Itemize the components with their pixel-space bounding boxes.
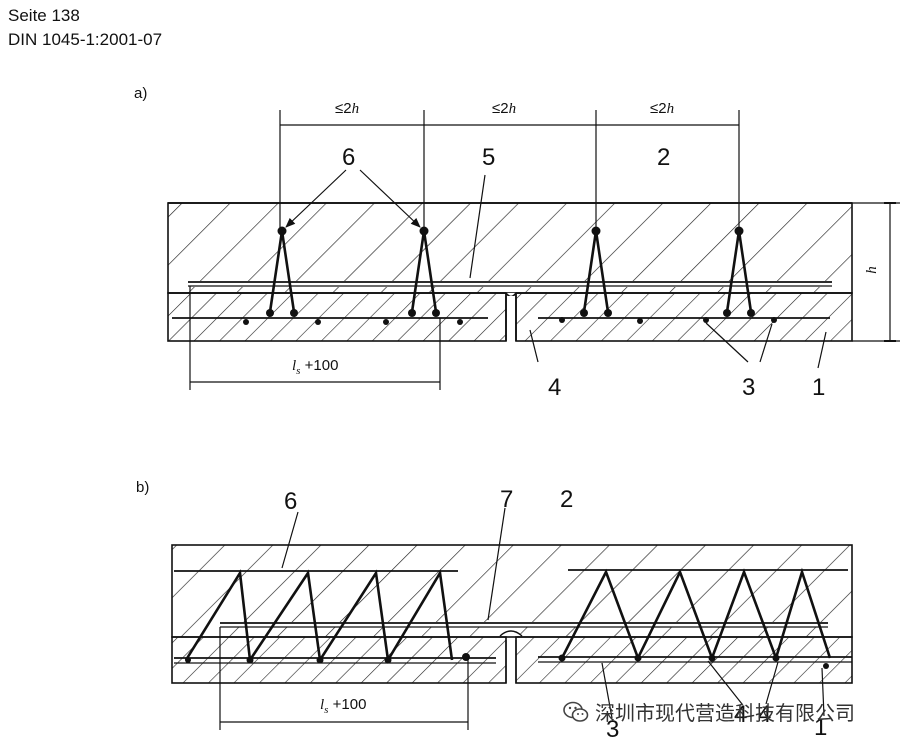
lap-length-label-a: ls +100 [292, 357, 339, 378]
height-dimension-a [852, 202, 900, 342]
spacing-dimension-a [279, 110, 740, 228]
precast-slab-right-b [515, 636, 853, 684]
figure-a [167, 110, 900, 390]
leaders-b [281, 507, 825, 719]
figure-b [171, 507, 853, 730]
callout-3-b: 3 [606, 716, 620, 743]
callout-3-a: 3 [742, 374, 756, 401]
callout-2-a: 2 [657, 144, 671, 171]
figure-b-label: b) [136, 479, 150, 496]
callout-4-b-2: 4 [758, 701, 772, 728]
callout-6-a: 6 [342, 144, 356, 171]
spacing-label-3: ≤2h [650, 100, 675, 118]
callout-7-b: 7 [500, 486, 514, 513]
girder-nodes-b [185, 653, 829, 669]
callout-2-b: 2 [560, 486, 574, 513]
callout-5-a: 5 [482, 144, 496, 171]
leaders-a [285, 169, 827, 369]
precast-slab-right-a [515, 292, 853, 342]
spacing-label-1: ≤2h [335, 100, 360, 118]
girder-nodes-a [243, 226, 777, 325]
callout-1-a: 1 [812, 374, 826, 401]
callout-4-a: 4 [548, 374, 562, 401]
watermark-text: 深圳市现代营造科技有限公司 [595, 703, 855, 725]
watermark: 深圳市现代营造科技有限公司 [563, 697, 855, 726]
lap-length-label-b: ls +100 [320, 696, 367, 717]
topping-concrete-a [167, 202, 853, 294]
precast-slab-left-b [171, 636, 507, 684]
standard-reference: DIN 1045-1:2001-07 [8, 30, 163, 49]
callout-4-b-1: 4 [734, 701, 748, 728]
lap-dimension-b [219, 627, 469, 730]
height-label: h [863, 266, 880, 274]
topping-concrete-b [171, 544, 853, 638]
precast-slab-left-a [167, 292, 507, 342]
page-number: Seite 138 [8, 6, 80, 25]
callout-6-b: 6 [284, 488, 298, 515]
spacing-label-2: ≤2h [492, 100, 517, 118]
figure-a-label: a) [134, 85, 148, 102]
lap-dimension-a [189, 286, 441, 390]
callout-1-b: 1 [814, 714, 828, 741]
wechat-icon [563, 701, 589, 722]
